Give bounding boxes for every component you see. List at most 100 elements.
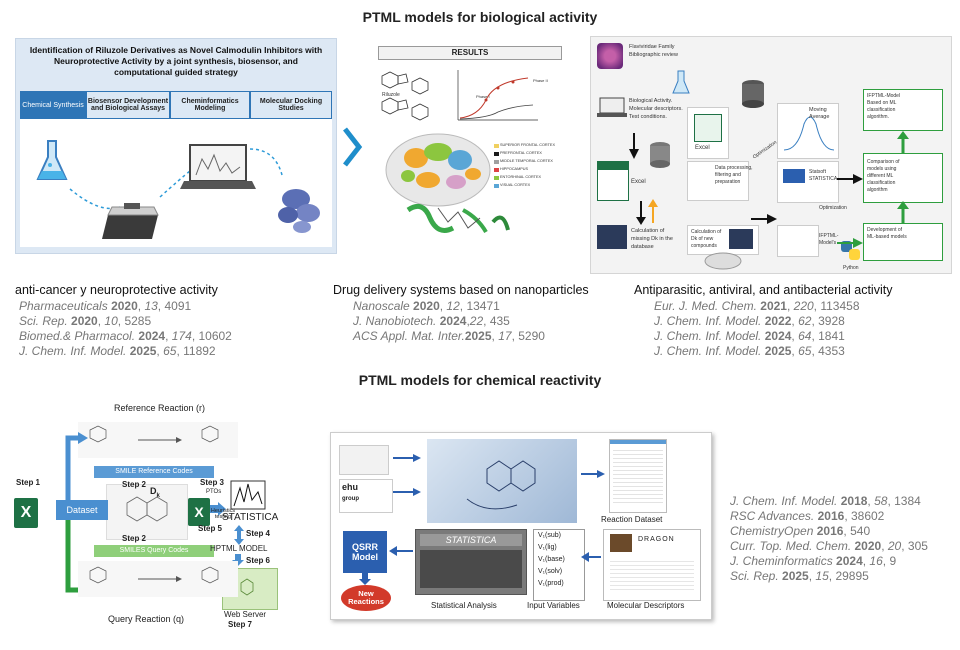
reference-item: ACS Appl. Mat. Inter.2025, 17, 5290 (353, 329, 545, 343)
down-arrow-icon (629, 133, 639, 159)
right-arrow-icon (837, 174, 863, 184)
reference-item: Curr. Top. Med. Chem. 2020, 20, 305 (730, 539, 928, 553)
node-develop-models: Development of ML-based models (867, 227, 907, 240)
tab-docking: Molecular Docking Studies (250, 91, 332, 119)
step-2-label-top: Step 2 (122, 480, 147, 489)
step-5-label: Step 5 (198, 524, 223, 533)
left-arrow-icon (581, 552, 601, 562)
optimization-label-1: Optimization (751, 139, 779, 161)
molecular-descriptors-label: Molecular Descriptors (607, 601, 685, 610)
legend-item: PREFRONTAL CORTEX (500, 151, 542, 155)
software-logo-icon (339, 445, 389, 475)
flask-icon (36, 140, 68, 180)
step-2-label-bottom: Step 2 (122, 534, 147, 543)
up-arrow-green-icon (897, 131, 909, 153)
activity-plot: Phase I Phase II (457, 70, 548, 121)
step-6-label: Step 6 (246, 556, 271, 565)
ifptml-model-box (863, 89, 943, 131)
input-variables-label: Input Variables (527, 601, 580, 610)
chemical-structures (381, 71, 429, 121)
tab-biosensor: Biosensor Development and Biological Ass… (86, 91, 170, 119)
node-statsoft: Statsoft STATISTICA (809, 169, 838, 182)
data-processing-box (687, 161, 749, 201)
reference-item: Biomed.& Pharmacol. 2024, 174, 10602 (19, 329, 232, 343)
node-excel-2: Excel (695, 145, 710, 151)
node-calc-new-dk: Calculation of Dk of new compounds (691, 229, 722, 249)
reference-item: Eur. J. Med. Chem. 2021, 220, 113458 (654, 299, 860, 313)
reference-item: J. Chem. Inf. Model. 2025, 65, 11892 (19, 344, 216, 358)
statistica-label: STATISTICA (222, 512, 279, 523)
input-variable: V₁(sub) (538, 532, 561, 539)
reference-list: Eur. J. Med. Chem. 2021, 220, 113458 J. … (654, 299, 934, 359)
compare-models-box (863, 153, 943, 203)
riluzole-panel-title: Identification of Riluzole Derivatives a… (29, 45, 323, 77)
flowchart-panel: Flaviviridae Family Bibliographic review… (590, 36, 952, 274)
category-col-2: Drug delivery systems based on nanoparti… (333, 283, 603, 344)
ptos-label: PTOs (206, 489, 222, 495)
legend-item: HIPPOCAMPUS (500, 167, 529, 171)
statistica-logo-icon (783, 169, 805, 183)
new-reactions-badge: New Reactions (341, 585, 391, 611)
reference-item: J. Chem. Inf. Model. 2022, 62, 3928 (654, 314, 845, 328)
riluzole-panel: Identification of Riluzole Derivatives a… (15, 38, 337, 254)
excel-icon: X (188, 498, 210, 526)
moving-average-box (777, 103, 839, 159)
reference-item: J. Chem. Inf. Model. 2018, 58, 1384 (730, 494, 921, 508)
query-reaction-label: Query Reaction (q) (108, 614, 185, 624)
dataset-box: Dataset (56, 500, 108, 520)
category-title: anti-cancer y neuroprotective activity (15, 283, 218, 297)
results-figure: Riluzole Phase I Phase II (381, 70, 548, 234)
reference-list: Pharmaceuticals 2020, 13, 4091 Sci. Rep.… (19, 299, 315, 359)
dotted-arrow-1 (69, 188, 121, 210)
right-arrow-icon (751, 214, 777, 224)
input-variable: V₁(lig) (538, 544, 557, 551)
ifptml-models-box (777, 225, 819, 257)
flask-icon (672, 70, 690, 94)
optimization-label-2: Optimization (819, 205, 847, 211)
image-thumbnail-icon (729, 229, 753, 249)
reference-item: J. Cheminformatics 2024, 16, 9 (730, 554, 897, 568)
reference-item: Sci. Rep. 2020, 10, 5285 (19, 314, 152, 328)
phase-label-2: Phase II (533, 78, 548, 83)
dotted-arrow-2 (159, 170, 191, 198)
reference-list: Nanoscale 2020, 12, 13471 J. Nanobiotech… (353, 299, 603, 344)
legend-labels: SUPERIOR FRONTAL CORTEX PREFRONTAL CORTE… (500, 141, 555, 189)
brain-icon (385, 133, 491, 207)
statistica-screenshot: STATISTICA (415, 529, 527, 595)
reference-item: RSC Advances. 2016, 38602 (730, 509, 885, 523)
input-variable: V₁(solv) (538, 568, 563, 575)
right-arrow-green-icon (837, 238, 863, 248)
develop-models-box (863, 223, 943, 261)
image-thumbnail-icon (597, 225, 627, 249)
results-header: RESULTS (378, 46, 562, 60)
mouse-icon (704, 252, 742, 270)
node-bibliographic: Flaviviridae Family Bibliographic review (629, 44, 678, 58)
excel-sheet-icon (597, 161, 629, 201)
reaction-image (427, 439, 577, 523)
right-arrow-icon (393, 454, 421, 462)
excel-node-box (687, 107, 729, 159)
chevron-right-icon (343, 127, 363, 167)
input-variable: V₁(base) (538, 556, 565, 563)
reference-item: Nanoscale 2020, 12, 13471 (353, 299, 500, 313)
dk-structure-image (106, 484, 188, 540)
reference-item: J. Nanobiotech. 2024,22, 435 (353, 314, 510, 328)
left-arrow-icon (389, 546, 413, 556)
reference-reaction-scheme (78, 422, 238, 458)
tab-cheminformatics: Cheminformatics Modeling (170, 91, 250, 119)
category-title: Drug delivery systems based on nanoparti… (333, 283, 589, 297)
workflow-tabs: Chemical Synthesis Biosensor Development… (20, 91, 332, 119)
node-excel-1: Excel (631, 179, 646, 185)
biosensor-device-icon (102, 203, 159, 239)
node-moving-average: Moving Average (809, 107, 830, 120)
reaction-dataset-table (609, 439, 667, 513)
legend-item: MIDDLE TEMPORAL CORTEX (500, 159, 553, 163)
right-arrow-icon (581, 470, 605, 478)
qsrr-model-box: QSRR Model (343, 531, 387, 573)
reference-item: J. Chem. Inf. Model. 2024, 64, 1841 (654, 329, 845, 343)
excel-icon: X (14, 498, 38, 528)
riluzole-label: Riluzole (382, 92, 400, 98)
input-variables-list: V₁(sub) V₁(lig) V₁(base) V₁(solv) V₁(pro… (533, 529, 585, 601)
